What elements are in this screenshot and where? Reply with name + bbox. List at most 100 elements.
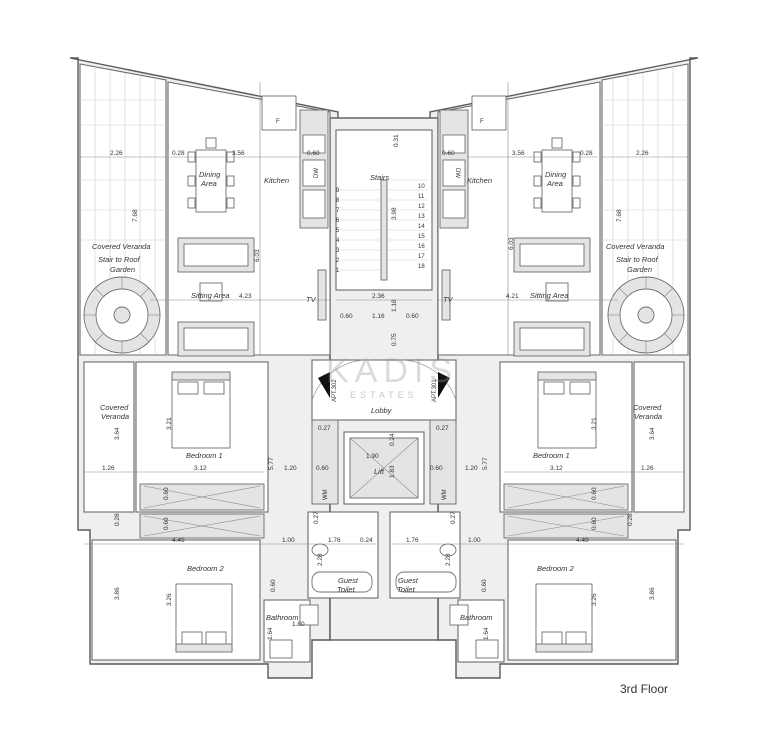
label-bedroom2-left: Bedroom 2 <box>187 564 225 573</box>
dim-356-left: 3.56 <box>232 150 245 157</box>
apt-302-door-arrow <box>318 372 330 398</box>
left-wm-closet <box>311 419 339 505</box>
step-7: 7 <box>336 208 340 214</box>
dim-100-right: 1.00 <box>468 537 481 544</box>
dim-768-right: 7.68 <box>616 209 623 222</box>
step-6: 6 <box>336 218 340 224</box>
right-spiral-stair <box>607 276 685 354</box>
dim-226-right: 2.26 <box>636 150 649 157</box>
label-covered-veranda-right: Covered Veranda <box>606 242 665 251</box>
left-spiral-stair <box>83 276 161 354</box>
dimension-texts: 2.26 0.28 3.56 0.60 2.26 0.28 3.56 0.60 … <box>102 134 656 640</box>
dim-118: 1.18 <box>391 299 398 312</box>
label-dining-right-2: Area <box>546 179 563 188</box>
step-13: 13 <box>418 214 425 220</box>
dim-031: 0.31 <box>393 134 400 147</box>
label-dining-left-1: Dining <box>199 170 221 179</box>
label-lobby: Lobby <box>371 406 393 415</box>
label-tv-left: TV <box>306 295 317 304</box>
dim-364-left: 3.64 <box>114 427 121 440</box>
dim-024-left: 0.24 <box>360 537 373 544</box>
dim-120-left: 1.20 <box>284 465 297 472</box>
step-3: 3 <box>336 248 340 254</box>
dim-421: 4.21 <box>506 293 519 300</box>
dim-120-right: 1.20 <box>465 465 478 472</box>
dim-236: 2.36 <box>372 293 385 300</box>
right-dining-table <box>533 137 581 213</box>
dim-060-wardrobe-left-1: 0.60 <box>163 487 170 500</box>
dim-326-right: 3.26 <box>591 593 598 606</box>
dim-321-right: 3.21 <box>591 417 598 430</box>
label-guest-right-1: Guest <box>398 576 419 585</box>
stair-treads <box>340 179 428 281</box>
right-coffee-table <box>545 282 569 302</box>
label-veranda-right-1: Covered <box>633 403 662 412</box>
step-14: 14 <box>418 224 425 230</box>
label-veranda-left-2: Veranda <box>101 412 129 421</box>
dim-027-toilet-right: 0.27 <box>450 511 457 524</box>
label-apt-302: APT.302 <box>332 379 338 402</box>
dim-228-left: 2.28 <box>317 553 324 566</box>
label-bathroom-left: Bathroom <box>266 613 299 622</box>
left-kitchen-counter <box>261 95 329 229</box>
step-8: 8 <box>336 198 340 204</box>
label-bedroom1-left: Bedroom 1 <box>186 451 223 460</box>
right-apartment <box>389 63 689 663</box>
dim-603-right: 6.03 <box>508 237 515 250</box>
dim-312-right: 3.12 <box>550 465 563 472</box>
label-fridge-left: F <box>276 119 280 125</box>
dim-180-left: 1.80 <box>292 621 305 628</box>
step-1: 1 <box>336 268 340 274</box>
label-veranda-right-2: Veranda <box>634 412 662 421</box>
label-stair-roof-left-1: Stair to Roof <box>98 255 141 264</box>
dim-577-left: 5.77 <box>268 457 275 470</box>
step-15: 15 <box>418 234 425 240</box>
label-dining-left-2: Area <box>200 179 217 188</box>
left-veranda-room <box>79 63 167 356</box>
label-dw-left: DW <box>314 168 320 178</box>
left-coffee-table <box>199 282 223 302</box>
label-guest-right-2: Toilet <box>397 585 416 594</box>
step-9: 9 <box>336 188 340 194</box>
dim-028-right-mid: 0.28 <box>627 513 634 526</box>
label-stairs: Stairs <box>370 173 389 182</box>
dim-060-lift-right: 0.60 <box>430 465 443 472</box>
dim-027-toilet-left: 0.27 <box>313 511 320 524</box>
label-stair-roof-right-2: Garden <box>627 265 652 274</box>
label-sitting-left: Sitting Area <box>191 291 230 300</box>
dim-060-right-top: 0.60 <box>442 150 455 157</box>
dim-312-left: 3.12 <box>194 465 207 472</box>
floor-label: 3rd Floor <box>620 682 669 696</box>
step-17: 17 <box>418 254 425 260</box>
label-stair-roof-left-2: Garden <box>110 265 135 274</box>
dim-027-right: 0.27 <box>436 425 449 432</box>
dim-164-left: 1.64 <box>267 627 274 640</box>
dim-060-left-top: 0.60 <box>307 150 320 157</box>
dim-226-left: 2.26 <box>110 150 123 157</box>
dim-386-right: 3.86 <box>649 587 656 600</box>
dim-386-left: 3.86 <box>114 587 121 600</box>
label-kitchen-right: Kitchen <box>467 176 492 185</box>
label-dining-right-1: Dining <box>545 170 567 179</box>
dim-176-right: 1.76 <box>406 537 419 544</box>
label-bathroom-right: Bathroom <box>460 613 493 622</box>
dim-449-right: 4.49 <box>576 537 589 544</box>
dim-321-left: 3.21 <box>166 417 173 430</box>
dim-164-right: 1.64 <box>483 627 490 640</box>
left-tv-unit <box>317 269 327 321</box>
dim-183: 1.83 <box>389 465 396 478</box>
apt-301-door-arrow <box>438 372 450 398</box>
step-16: 16 <box>418 244 425 250</box>
right-kitchen-counter <box>439 95 507 229</box>
dim-577-right: 5.77 <box>482 457 489 470</box>
dim-028-left-top: 0.28 <box>172 150 185 157</box>
dim-768-left: 7.68 <box>132 209 139 222</box>
left-veranda2 <box>83 361 135 513</box>
room-labels: Stairs Lift Lobby APT.302 APT.301 Kitche… <box>92 119 665 622</box>
step-11: 11 <box>418 194 425 200</box>
dim-126-right: 1.26 <box>641 465 654 472</box>
right-wm-closet <box>429 419 457 505</box>
dim-228-right: 2.28 <box>445 553 452 566</box>
stair-numbers: 9 8 7 6 5 4 3 2 1 10 11 12 13 14 15 16 1… <box>336 184 425 274</box>
